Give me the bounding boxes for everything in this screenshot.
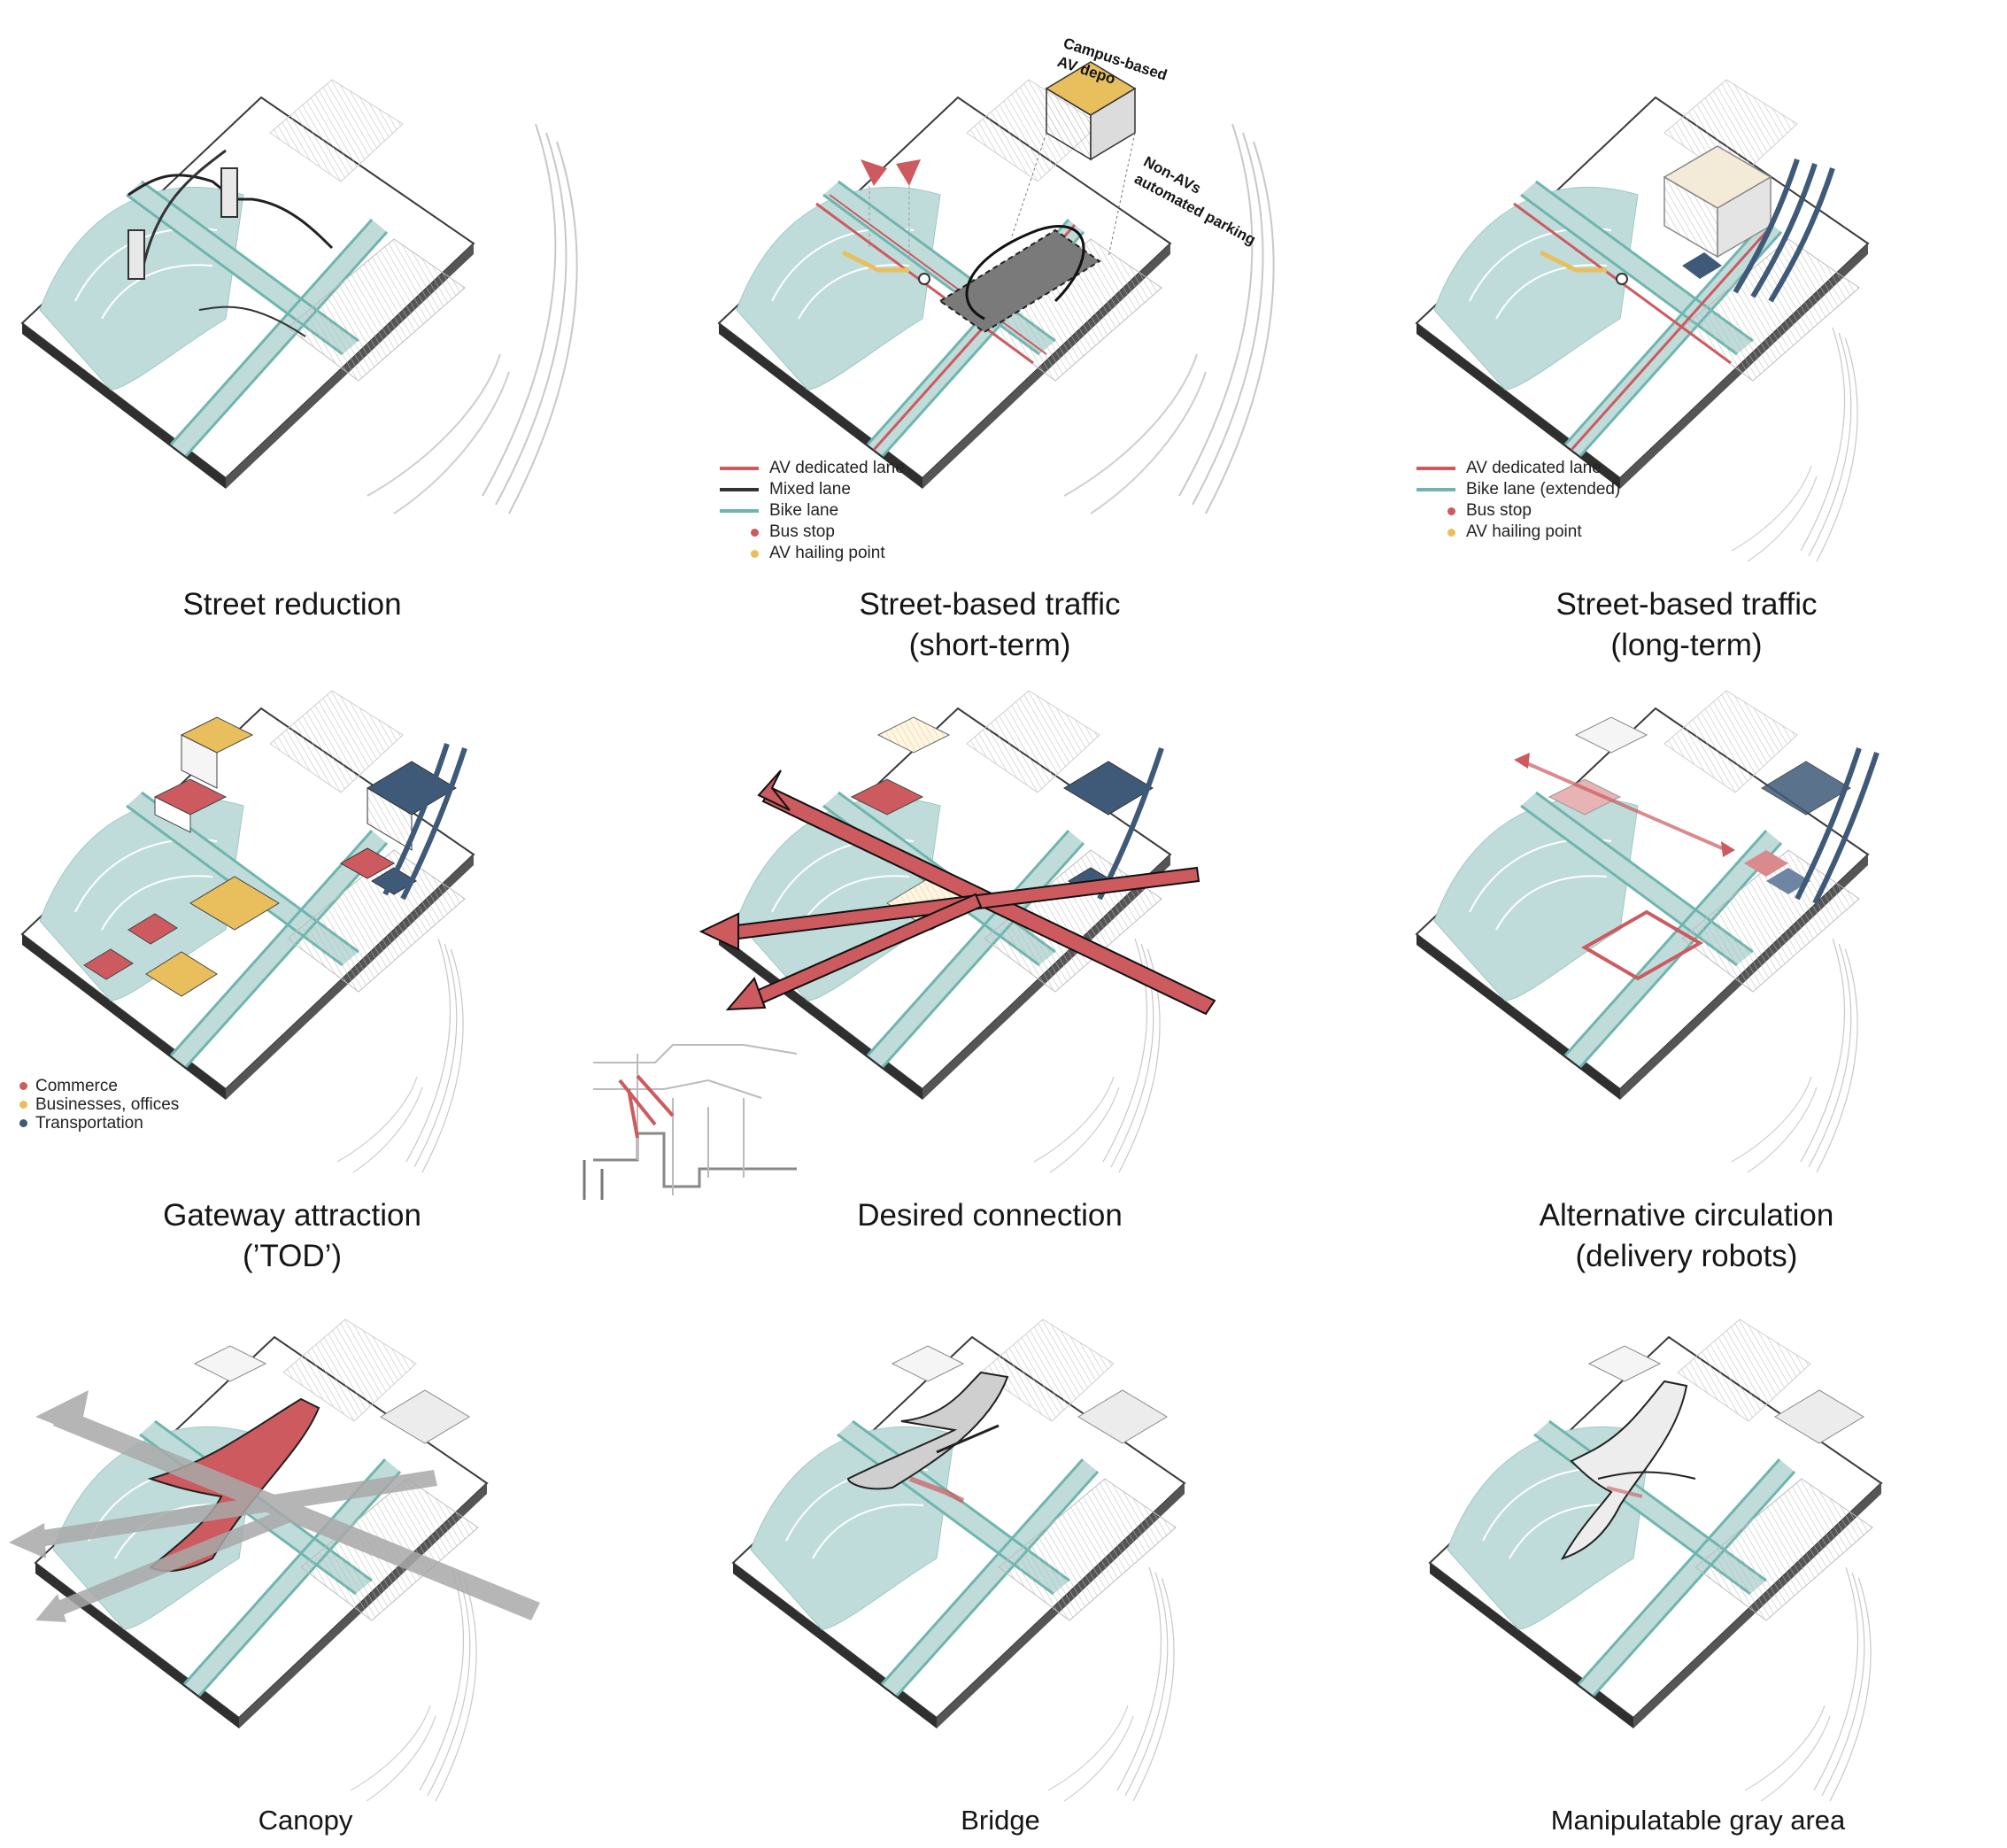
legend-line-swatch xyxy=(720,509,759,513)
legend-label: Bike lane xyxy=(769,501,839,520)
caption-line: Street-based traffic xyxy=(1555,587,1818,622)
legend-short-term: AV dedicated lane Mixed lane Bike lane B… xyxy=(720,458,905,564)
legend-label: AV dedicated lane xyxy=(1466,459,1602,477)
panel-canopy xyxy=(9,1318,540,1802)
legend-label: Bus stop xyxy=(769,522,835,541)
legend-row: Mixed lane xyxy=(720,479,905,500)
legend-gateway: Commerce Businesses, offices Transportat… xyxy=(19,1077,179,1133)
legend-label: AV hailing point xyxy=(1466,522,1582,541)
legend-label: AV hailing point xyxy=(769,544,885,562)
legend-dot-swatch xyxy=(751,549,759,558)
panel-street-long-term xyxy=(1415,78,1870,562)
bridge-shape-icon xyxy=(846,1371,1009,1504)
legend-line-swatch xyxy=(720,467,759,470)
legend-label: Mixed lane xyxy=(769,480,851,499)
caption-street-long-term: Street-based traffic (long-term) xyxy=(1509,584,1864,666)
caption-line: (long-term) xyxy=(1610,628,1763,663)
caption-gateway-attraction: Gateway attraction (’TOD’) xyxy=(115,1195,469,1277)
legend-label: Bike lane (extended) xyxy=(1466,480,1621,499)
caption-line: (’TOD’) xyxy=(242,1239,343,1274)
caption-line: (short-term) xyxy=(908,628,1071,663)
legend-row: Bike lane xyxy=(720,500,905,522)
legend-line-swatch xyxy=(1416,467,1455,470)
panel-gateway-attraction xyxy=(20,689,475,1173)
legend-long-term: AV dedicated lane Bike lane (extended) B… xyxy=(1416,458,1620,543)
legend-row: Businesses, offices xyxy=(19,1095,179,1114)
caption-line: (delivery robots) xyxy=(1575,1239,1798,1274)
panel-gray-area xyxy=(1428,1318,1883,1802)
legend-dot-swatch xyxy=(751,528,759,537)
legend-line-swatch xyxy=(1416,488,1455,491)
legend-label: Commerce xyxy=(35,1076,118,1095)
legend-dot-swatch xyxy=(19,1101,27,1109)
bus-stop-marker xyxy=(1616,273,1628,285)
legend-row: Commerce xyxy=(19,1077,179,1095)
bus-stop-marker xyxy=(918,273,930,285)
legend-row: Bike lane (extended) xyxy=(1416,479,1620,500)
av-depot-icon xyxy=(1045,61,1137,161)
panel-desired-connection xyxy=(699,689,1216,1173)
panel-street-reduction xyxy=(20,78,578,514)
gray-area-shape-icon xyxy=(1560,1380,1696,1560)
gray-arrows-icon xyxy=(9,1390,540,1622)
caption-line: Desired connection xyxy=(857,1198,1123,1233)
legend-line-swatch xyxy=(720,488,759,491)
caption-line: Street reduction xyxy=(182,587,402,622)
legend-row: AV hailing point xyxy=(720,543,905,564)
legend-label: AV dedicated lane xyxy=(769,459,905,477)
caption-bridge: Bridge xyxy=(823,1803,1177,1839)
caption-line: Alternative circulation xyxy=(1539,1198,1834,1233)
caption-line: Canopy xyxy=(258,1805,353,1836)
panel-street-short-term xyxy=(717,61,1275,514)
legend-row: AV dedicated lane xyxy=(1416,458,1620,479)
legend-row: AV hailing point xyxy=(1416,522,1620,543)
caption-line: Gateway attraction xyxy=(163,1198,421,1233)
av-lane-marker-icons xyxy=(861,159,921,257)
legend-dot-swatch xyxy=(1447,528,1455,537)
inset-map xyxy=(583,1027,806,1204)
legend-label: Bus stop xyxy=(1466,501,1532,520)
legend-label: Transportation xyxy=(35,1113,143,1133)
rail-tracks-icon xyxy=(1733,159,1835,303)
panel-bridge xyxy=(731,1318,1186,1802)
caption-desired-connection: Desired connection xyxy=(813,1195,1167,1236)
legend-row: AV dedicated lane xyxy=(720,458,905,479)
legend-dot-swatch xyxy=(1447,506,1455,515)
caption-canopy: Canopy xyxy=(128,1803,482,1839)
caption-line: Bridge xyxy=(961,1805,1040,1836)
caption-alternative-circulation: Alternative circulation (delivery robots… xyxy=(1509,1195,1864,1277)
panel-alternative-circulation xyxy=(1415,689,1880,1173)
legend-row: Bus stop xyxy=(1416,500,1620,522)
caption-gray-area: Manipulatable gray area xyxy=(1521,1803,1875,1839)
caption-street-short-term: Street-based traffic (short-term) xyxy=(813,584,1167,666)
connection-arrows-icon xyxy=(699,769,1216,1016)
legend-row: Transportation xyxy=(19,1114,179,1133)
caption-line: Manipulatable gray area xyxy=(1550,1805,1846,1836)
legend-label: Businesses, offices xyxy=(35,1094,180,1114)
caption-street-reduction: Street reduction xyxy=(115,584,469,625)
transport-building-icon xyxy=(1663,145,1772,279)
caption-line: Street-based traffic xyxy=(859,587,1121,622)
legend-row: Bus stop xyxy=(720,522,905,543)
robot-route-icon xyxy=(1514,753,1735,981)
legend-dot-swatch xyxy=(19,1119,27,1127)
legend-dot-swatch xyxy=(19,1082,27,1090)
